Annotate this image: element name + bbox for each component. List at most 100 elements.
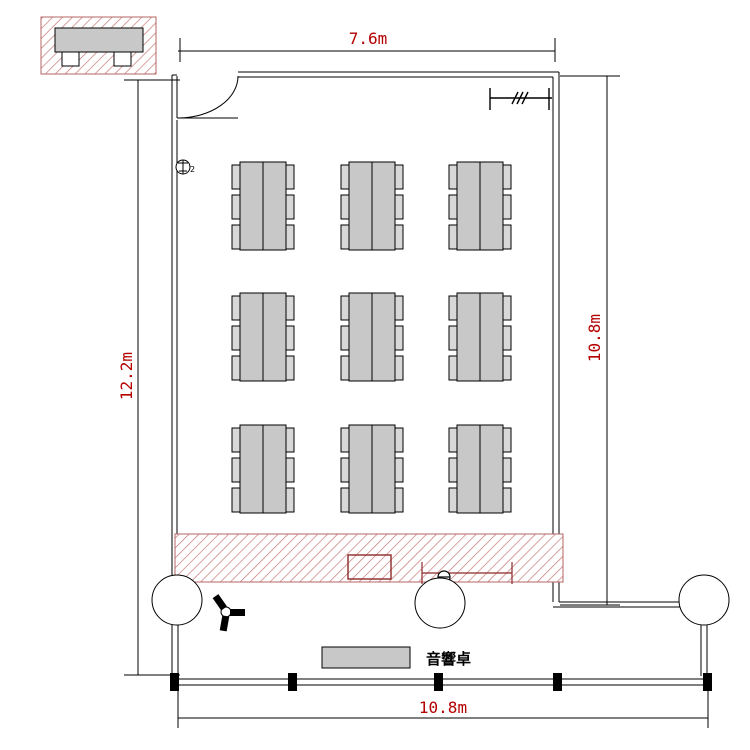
wall-post <box>703 673 712 691</box>
table <box>239 424 264 514</box>
chair <box>231 295 241 321</box>
chair <box>285 457 295 483</box>
pillar-center <box>414 577 466 629</box>
chair <box>502 355 512 381</box>
chair <box>502 224 512 250</box>
table-group <box>231 161 295 251</box>
table-group <box>231 424 295 514</box>
chair <box>231 457 241 483</box>
dimension-left-label: 12.2m <box>117 352 136 400</box>
table <box>456 161 481 251</box>
table-group <box>340 161 404 251</box>
chair <box>502 194 512 220</box>
chair <box>285 325 295 351</box>
table <box>456 424 481 514</box>
storage-cabinet <box>40 16 157 75</box>
chair <box>394 164 404 190</box>
pillar-right <box>678 574 730 626</box>
chair <box>231 194 241 220</box>
dimension-right <box>560 75 620 606</box>
wall-post <box>288 673 297 691</box>
chair <box>340 325 350 351</box>
table <box>239 292 264 382</box>
chair <box>502 295 512 321</box>
table-group <box>448 292 512 382</box>
table <box>348 424 373 514</box>
chair <box>340 457 350 483</box>
chair <box>448 194 458 220</box>
table <box>371 161 396 251</box>
wall-post <box>434 673 443 691</box>
chair <box>285 164 295 190</box>
chair <box>285 427 295 453</box>
table <box>348 292 373 382</box>
wall-post <box>170 673 179 691</box>
table <box>262 161 287 251</box>
dimension-bottom <box>177 690 709 728</box>
podium <box>347 554 392 580</box>
table <box>456 292 481 382</box>
chair <box>502 325 512 351</box>
table-group <box>340 424 404 514</box>
pillar-left <box>151 574 203 626</box>
chair <box>231 164 241 190</box>
room-walls <box>171 71 690 608</box>
tripod-light-icon <box>212 594 245 632</box>
chair <box>448 295 458 321</box>
table-groups <box>231 161 512 514</box>
chair <box>448 325 458 351</box>
table-group <box>448 161 512 251</box>
chair <box>340 164 350 190</box>
chair <box>394 355 404 381</box>
chair <box>231 355 241 381</box>
chair <box>448 224 458 250</box>
chair <box>394 487 404 513</box>
fire-extinguisher-icon: 2 <box>175 159 195 175</box>
chair <box>448 457 458 483</box>
table-group <box>231 292 295 382</box>
chair <box>502 487 512 513</box>
table <box>262 424 287 514</box>
svg-text:2: 2 <box>190 165 195 174</box>
table-group <box>340 292 404 382</box>
chair <box>502 427 512 453</box>
table <box>371 292 396 382</box>
audio-desk <box>321 646 411 669</box>
chair <box>285 194 295 220</box>
entrance-door <box>176 75 239 119</box>
chair <box>231 487 241 513</box>
dimension-bottom-label: 10.8m <box>419 698 467 717</box>
chair <box>394 224 404 250</box>
chair <box>394 295 404 321</box>
dimension-right-label: 10.8m <box>585 314 604 362</box>
chair <box>448 487 458 513</box>
lower-walls <box>171 625 708 676</box>
chair <box>448 355 458 381</box>
chair <box>394 427 404 453</box>
table <box>262 292 287 382</box>
chair <box>285 355 295 381</box>
chair <box>394 194 404 220</box>
chair <box>231 427 241 453</box>
chair <box>340 355 350 381</box>
bottom-wall <box>170 673 712 691</box>
wall-post <box>553 673 562 691</box>
chair <box>340 427 350 453</box>
table-group <box>448 424 512 514</box>
chair <box>394 457 404 483</box>
table <box>371 424 396 514</box>
table <box>479 161 504 251</box>
chair <box>340 487 350 513</box>
chair <box>340 224 350 250</box>
chair <box>502 457 512 483</box>
dimension-top <box>178 38 556 62</box>
chair <box>340 194 350 220</box>
chair <box>448 427 458 453</box>
table <box>239 161 264 251</box>
table <box>479 424 504 514</box>
chair <box>502 164 512 190</box>
table <box>348 161 373 251</box>
chair <box>231 325 241 351</box>
equipment-rack <box>489 88 552 110</box>
